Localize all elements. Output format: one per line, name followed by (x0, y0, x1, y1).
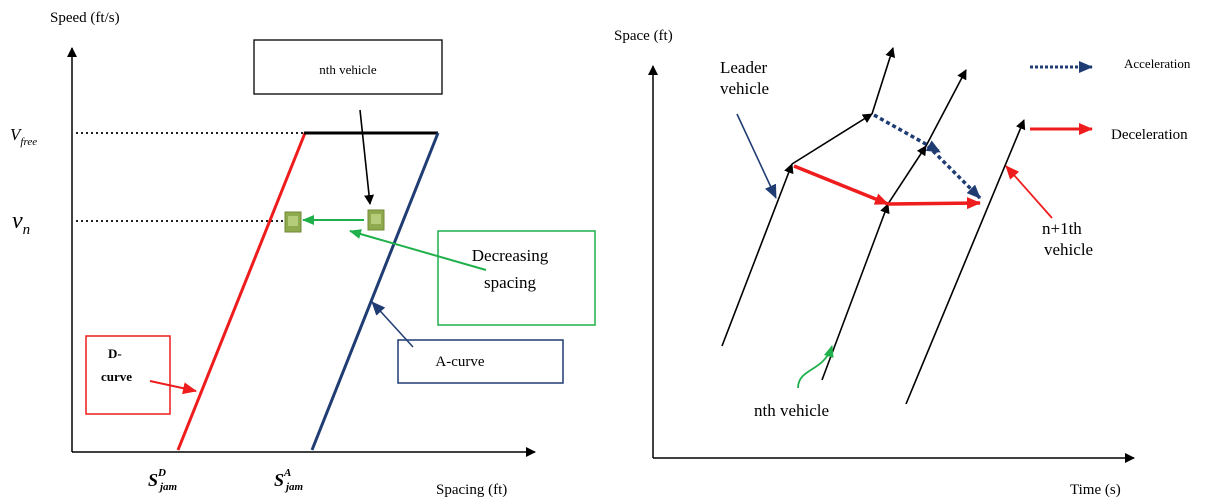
d-curve-label-2: curve (101, 369, 132, 384)
leader-trajectory-3 (871, 47, 896, 115)
d-curve-pointer (149, 380, 197, 395)
n1-vehicle-pointer (1005, 165, 1053, 219)
nth-vehicle-label: nth vehicle (754, 401, 829, 420)
leader-vehicle-label-2: vehicle (720, 79, 769, 98)
nth-trajectory-2 (887, 145, 927, 205)
nth-vehicle-box-label: nth vehicle (319, 62, 377, 77)
a-curve-line (310, 132, 440, 451)
deceleration-arrow-1 (793, 164, 889, 206)
nth-vehicle-pointer (359, 109, 375, 205)
d-curve-box (85, 335, 171, 415)
a-curve-box (397, 339, 564, 384)
decreasing-spacing-box (437, 230, 596, 326)
right-x-axis-label: Time (s) (1070, 482, 1121, 498)
nth-trajectory-3 (925, 69, 967, 147)
decreasing-spacing-pointer (349, 229, 487, 271)
nth-vehicle-pointer-curve (797, 345, 834, 389)
right-diagram: Space (ft) Time (s) Leader vehicle Accel… (614, 28, 1191, 498)
v-n-label: vn (12, 208, 30, 238)
d-curve-label-1: D- (108, 346, 122, 361)
decreasing-spacing-label-1: Decreasing (472, 246, 549, 265)
vehicle-marker-new (284, 211, 302, 233)
nth-trajectory-1 (821, 203, 890, 381)
left-y-axis-label: Speed (ft/s) (50, 10, 120, 26)
leader-trajectory-2 (791, 113, 873, 165)
decreasing-spacing-label-2: spacing (484, 273, 536, 292)
d-curve-line (176, 132, 307, 451)
leader-vehicle-label-1: Leader (720, 58, 768, 77)
leader-vehicle-pointer (736, 113, 777, 199)
legend-deceleration-label: Deceleration (1111, 127, 1188, 143)
right-y-axis-label: Space (ft) (614, 28, 673, 44)
v-free-label: Vfree (10, 125, 37, 148)
left-x-axis-label: Spacing (ft) (436, 482, 507, 498)
deceleration-arrow-2 (887, 197, 981, 210)
legend-acceleration-label: Acceleration (1124, 56, 1191, 71)
vehicle-marker-current (367, 209, 385, 231)
a-curve-label: A-curve (435, 354, 484, 370)
n1-vehicle-label-1: n+1th (1042, 219, 1082, 238)
n1-vehicle-label-2: vehicle (1044, 240, 1093, 259)
a-curve-pointer (371, 301, 414, 348)
acceleration-arrow-2 (926, 144, 982, 200)
leader-trajectory-1 (721, 163, 794, 347)
n1-trajectory (905, 119, 1026, 405)
nth-vehicle-box (253, 39, 443, 95)
